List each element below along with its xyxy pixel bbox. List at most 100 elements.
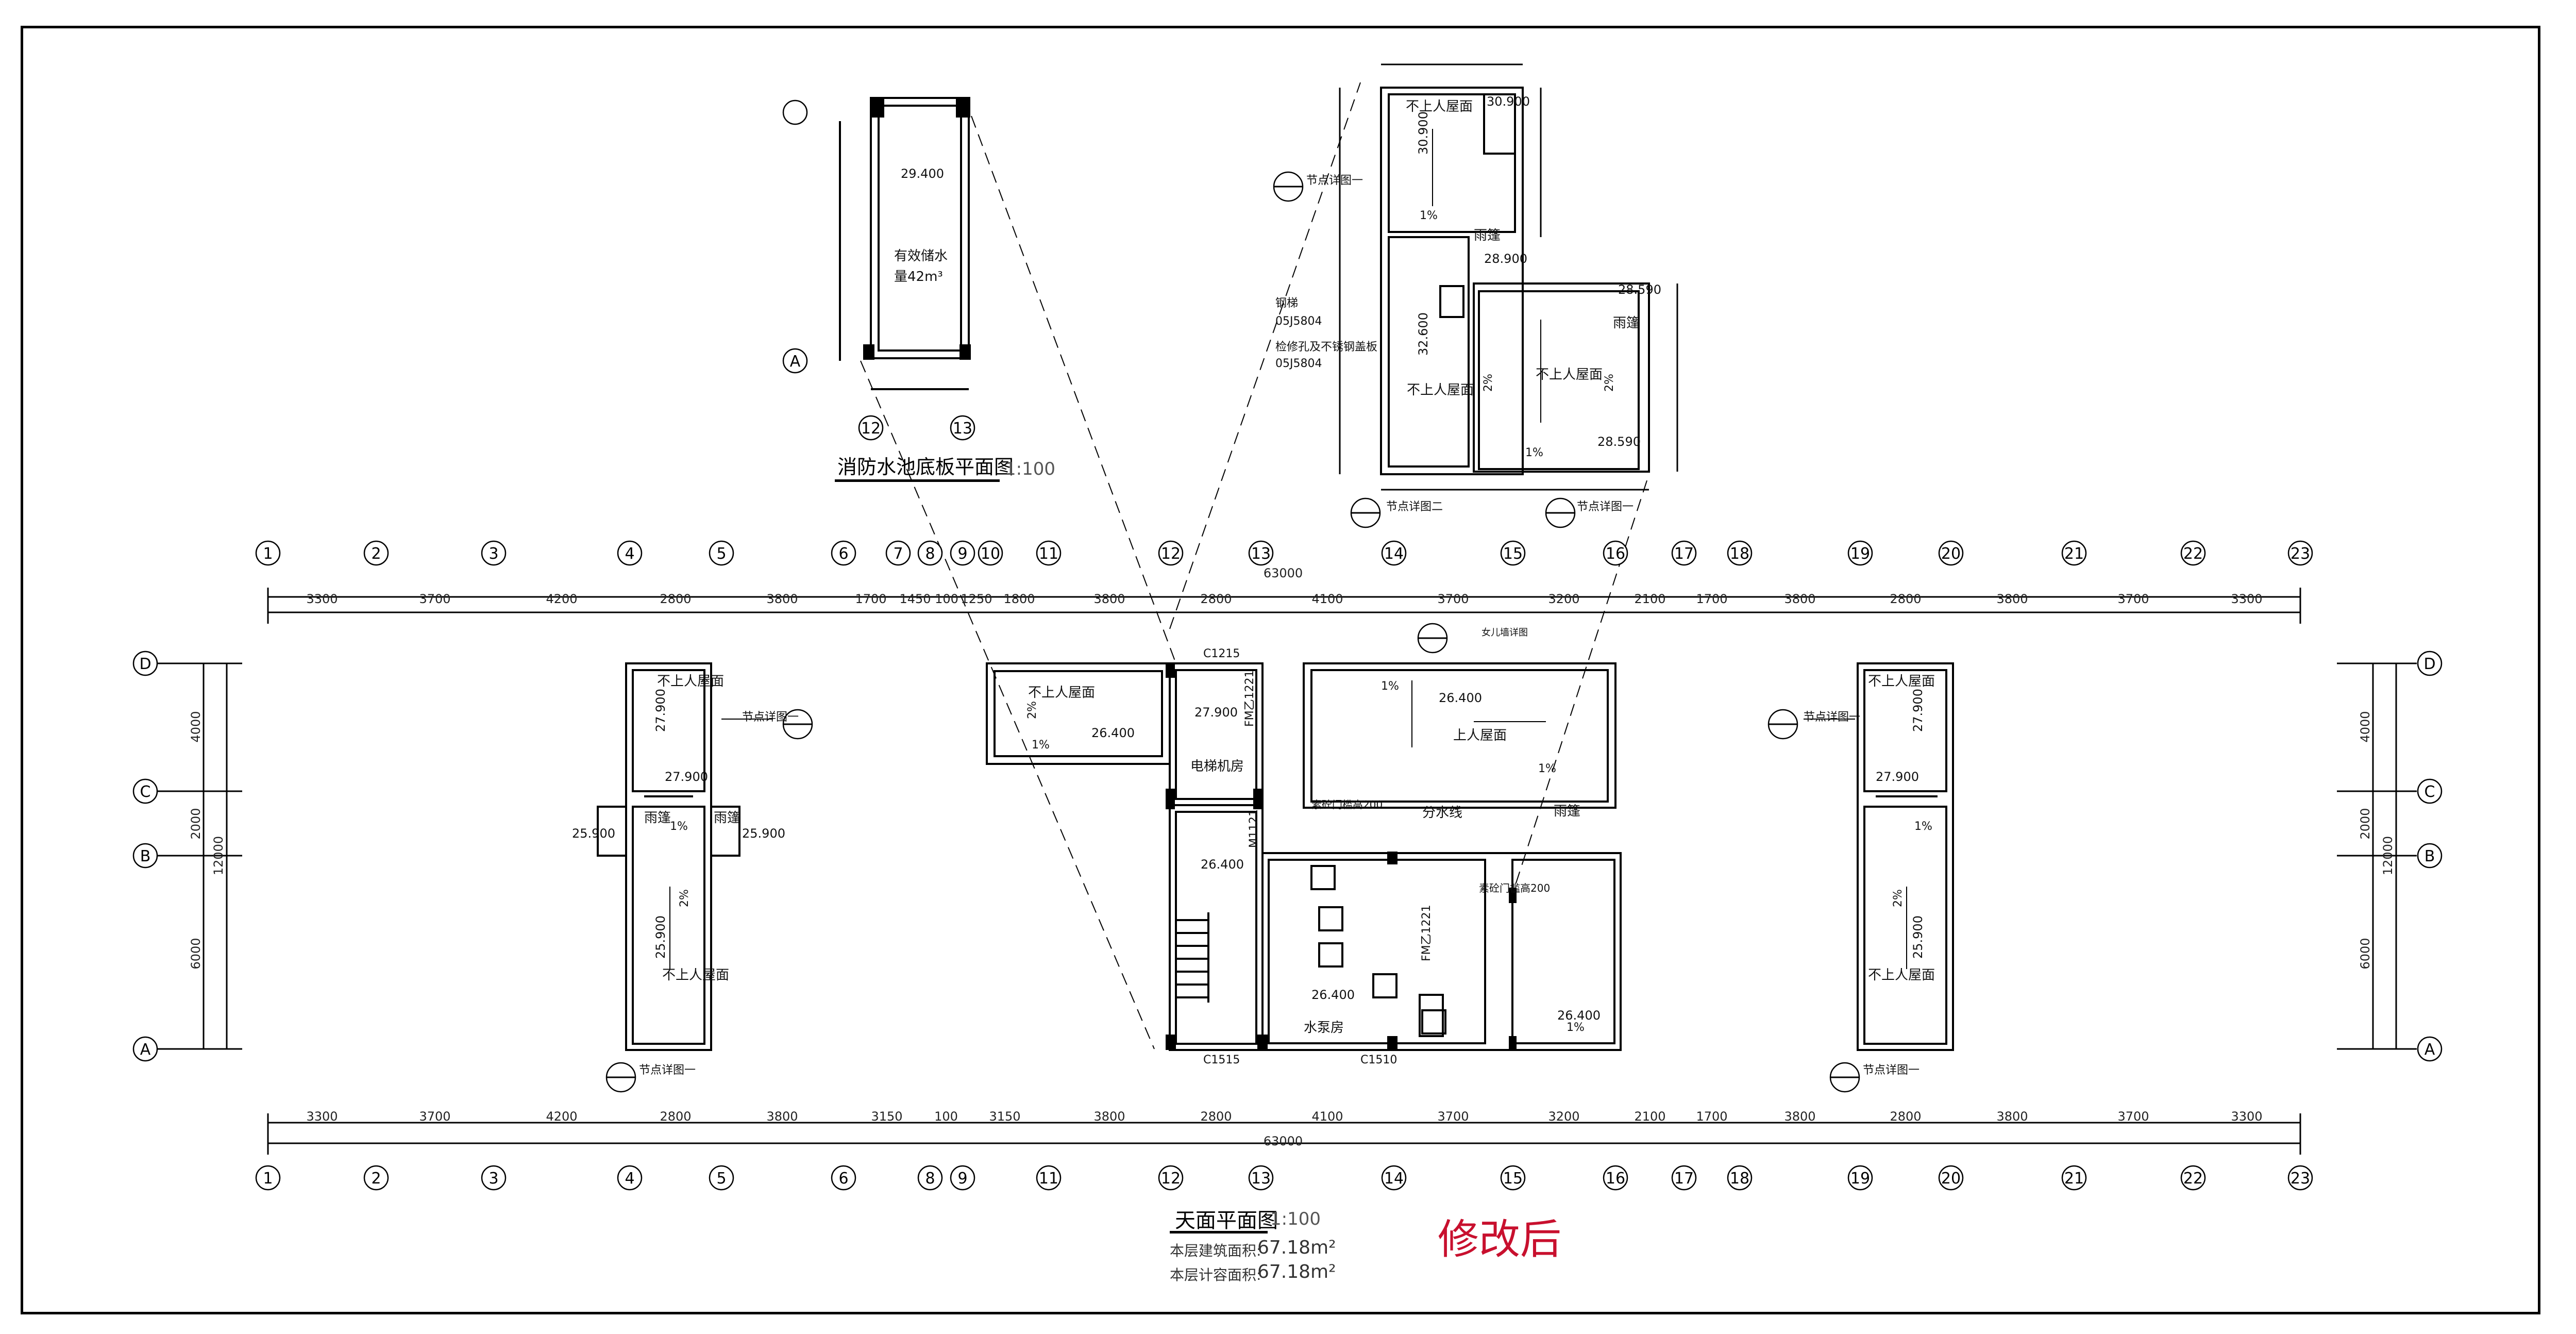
svg-text:1%: 1% [1525,446,1543,459]
top-total: 63000 [1264,566,1303,580]
axis-20: 20 [1941,545,1961,563]
svg-text:25.900: 25.900 [572,826,615,841]
svg-text:2%: 2% [678,889,691,907]
axis-a-left: A [140,1041,151,1059]
axis-b-left: B [140,847,151,865]
canopy-label: 雨篷 [1554,804,1580,819]
pool-axis-a: A [790,353,801,371]
elevator-room-label: 电梯机房 [1190,759,1244,774]
svg-text:32.600: 32.600 [1416,312,1430,356]
node-detail-bottom-right: 节点详图一 [1863,1064,1920,1077]
roof-plan-scale: 1:100 [1270,1209,1321,1229]
axis-c-right: C [2425,783,2435,801]
svg-text:1%: 1% [1567,1021,1585,1034]
svg-text:1450: 1450 [899,592,931,606]
axis-23: 23 [2291,545,2310,563]
manhole-label: 检修孔及不锈钢盖板 [1275,341,1377,354]
svg-text:3700: 3700 [1437,592,1469,606]
pool-plan-title: 消防水池底板平面图 [837,456,1014,478]
room-labels: 电梯机房 水泵房 上人屋面 不上人屋面 不上人屋面 不上人屋面 不上人屋面 不上… [644,99,1935,1036]
axis-b-right: B [2425,847,2435,865]
axis-c-left: C [140,783,151,801]
svg-text:27.900: 27.900 [665,770,708,784]
svg-text:3700: 3700 [2117,592,2149,606]
std-code-2: 05J5804 [1275,357,1322,370]
svg-text:1%: 1% [1420,209,1438,222]
elevation-labels: 30.900 28.900 28.590 28.590 32.600 30.90… [572,94,1925,1023]
svg-text:4200: 4200 [546,592,577,606]
axis-9: 9 [957,545,967,563]
drawing-frame [21,26,2540,1314]
svg-text:6000: 6000 [189,938,203,969]
svg-text:2000: 2000 [189,808,203,839]
svg-text:3: 3 [489,1170,498,1188]
revised-note: 修改后 [1438,1215,1561,1263]
svg-text:28.900: 28.900 [1484,252,1527,266]
svg-text:3150: 3150 [989,1109,1020,1124]
svg-text:23: 23 [2291,1170,2310,1188]
upper-canopy-label-2: 雨篷 [1613,315,1640,331]
axis-2: 2 [371,545,381,563]
far-area-label: 本层计容面积: [1170,1266,1261,1283]
roof-title-underline [1170,1231,1268,1233]
svg-text:26.400: 26.400 [1557,1008,1601,1023]
upper-canopy-label: 雨篷 [1474,228,1501,243]
axis-5: 5 [716,545,726,563]
roof-plan-title: 天面平面图 [1175,1209,1278,1232]
svg-text:1800: 1800 [1003,592,1035,606]
upper-roof-detail [1380,87,1650,475]
window-c1215: C1215 [1203,647,1240,660]
svg-text:17: 17 [1674,1170,1694,1188]
svg-text:2%: 2% [1482,374,1495,392]
building-area-value: 67.18m² [1257,1237,1336,1258]
svg-text:28.590: 28.590 [1597,435,1641,449]
svg-text:20: 20 [1941,1170,1961,1188]
svg-text:22: 22 [2183,1170,2203,1188]
water-divide-label: 分水线 [1422,805,1462,821]
column-labels: 1 2 3 4 5 6 7 8 9 10 11 12 13 14 15 16 1… [263,545,2310,563]
axis-6: 6 [838,545,848,563]
top-dimension-chain [267,588,2301,624]
fire-pool-plan [839,97,970,390]
svg-text:28.590: 28.590 [1618,282,1661,297]
svg-text:1%: 1% [1538,762,1556,775]
svg-text:6: 6 [838,1170,848,1188]
svg-text:30.900: 30.900 [1487,94,1530,109]
svg-text:29.400: 29.400 [901,166,944,181]
projection-lines [860,82,1649,1049]
slope-labels: 1% 1% 1% 1% 1% 1% 1% 1% 2% 2% 2% 2% 2% [670,209,1932,1034]
svg-text:4000: 4000 [189,711,203,742]
svg-text:27.900: 27.900 [1911,689,1925,732]
svg-text:25.900: 25.900 [742,826,785,841]
axis-19: 19 [1850,545,1870,563]
left-canopy-label: 雨篷 [644,810,671,826]
column-marks [1166,663,1517,1050]
svg-text:3800: 3800 [1996,1109,2028,1124]
axis-15: 15 [1503,545,1523,563]
central-core-roof [986,662,1622,1051]
door-m: M1121 [1248,809,1260,848]
ladder-label: 钢梯 [1275,297,1298,310]
slope-arrows [669,129,1907,969]
axis-22: 22 [2183,545,2203,563]
column-bubbles [255,540,2313,566]
svg-text:30.900: 30.900 [1416,111,1430,155]
svg-text:3800: 3800 [766,592,798,606]
axis-4: 4 [625,545,634,563]
parapet-label: 女儿墙详图 [1481,627,1528,638]
node-detail-bottom-left: 节点详图一 [639,1064,696,1077]
pool-plan-scale: 1:100 [1005,459,1055,479]
pool-title-underline [835,479,1000,482]
svg-text:27.900: 27.900 [653,689,668,732]
svg-text:1%: 1% [1032,739,1050,752]
top-dimension-texts: 3300 3700 4200 2800 3800 1700 1450 100 1… [306,566,2262,606]
detail-bubble-dividers [607,186,1859,1078]
misc-labels: 节点详图一 节点详图一 节点详图一 节点详图一 节点详图一 节点详图二 节点详图… [639,174,1920,1077]
upper-roof-label-1: 不上人屋面 [1406,99,1473,114]
axis-18: 18 [1730,545,1749,563]
svg-text:26.400: 26.400 [1201,857,1244,872]
svg-text:3150: 3150 [871,1109,902,1124]
svg-text:2%: 2% [1026,701,1039,719]
svg-text:2800: 2800 [660,1109,691,1124]
svg-text:25.900: 25.900 [653,915,668,959]
